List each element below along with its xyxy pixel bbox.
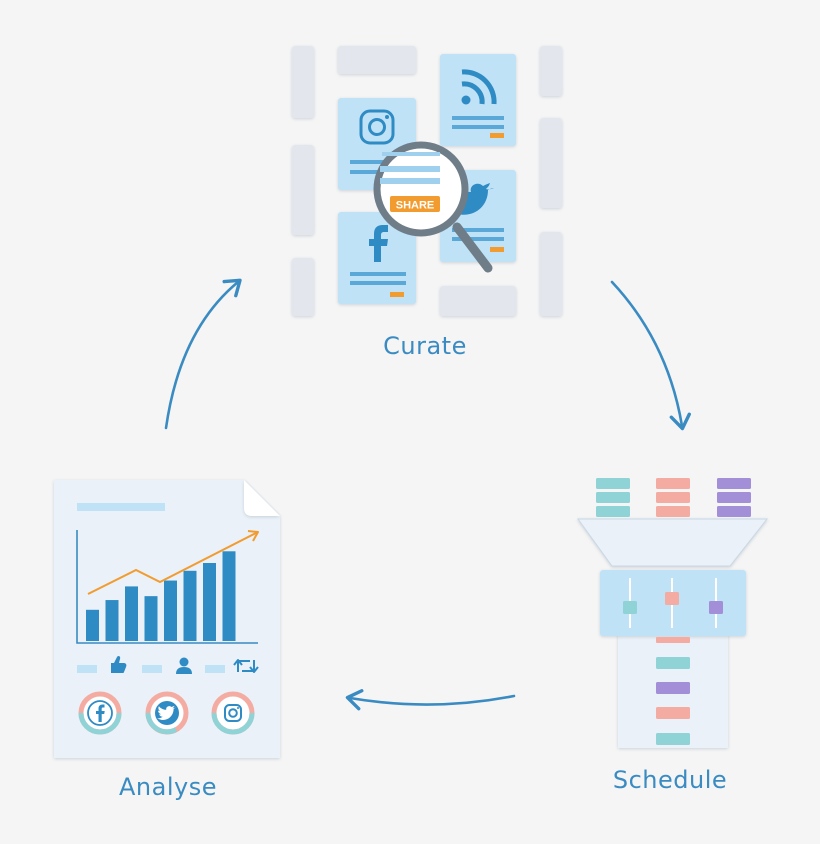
scheduled-queue [656, 637, 690, 745]
report-bar [86, 609, 99, 641]
curate-illustration: SHARE [292, 46, 562, 316]
analyse-label: Analyse [119, 773, 217, 801]
report-bar [125, 586, 138, 641]
facebook-icon [369, 225, 388, 262]
like-icon [111, 655, 127, 673]
report-bar [222, 551, 236, 641]
report-bar [203, 563, 216, 641]
funnel [577, 518, 769, 567]
report-bar-chart [86, 551, 236, 641]
facebook-card [338, 212, 416, 304]
instagram-ring [211, 691, 255, 735]
report-bar [144, 596, 158, 641]
report-bar [105, 600, 119, 641]
rss-icon [461, 69, 497, 105]
schedule-illustration [577, 478, 769, 748]
arrow-analyse-to-curate [164, 278, 242, 430]
magnifier-icon: SHARE [373, 141, 493, 273]
instagram-icon [224, 704, 242, 722]
curate-label: Curate [383, 332, 467, 360]
report-bar [183, 570, 197, 641]
retweet-icon [233, 659, 259, 673]
twitter-ring [145, 691, 189, 735]
report-bar [164, 580, 177, 641]
user-icon [176, 657, 192, 674]
slider-panel [600, 570, 746, 636]
arrow-schedule-to-analyse [345, 689, 516, 711]
schedule-label: Schedule [612, 766, 728, 794]
share-badge: SHARE [396, 200, 435, 212]
facebook-icon [96, 704, 105, 722]
instagram-icon [359, 109, 395, 145]
facebook-ring [78, 691, 122, 735]
twitter-icon [157, 705, 176, 720]
queued-blocks [596, 478, 751, 517]
trend-line [87, 531, 259, 595]
arrow-curate-to-schedule [610, 280, 691, 431]
rss-card [440, 54, 516, 146]
analyse-report [54, 480, 280, 758]
